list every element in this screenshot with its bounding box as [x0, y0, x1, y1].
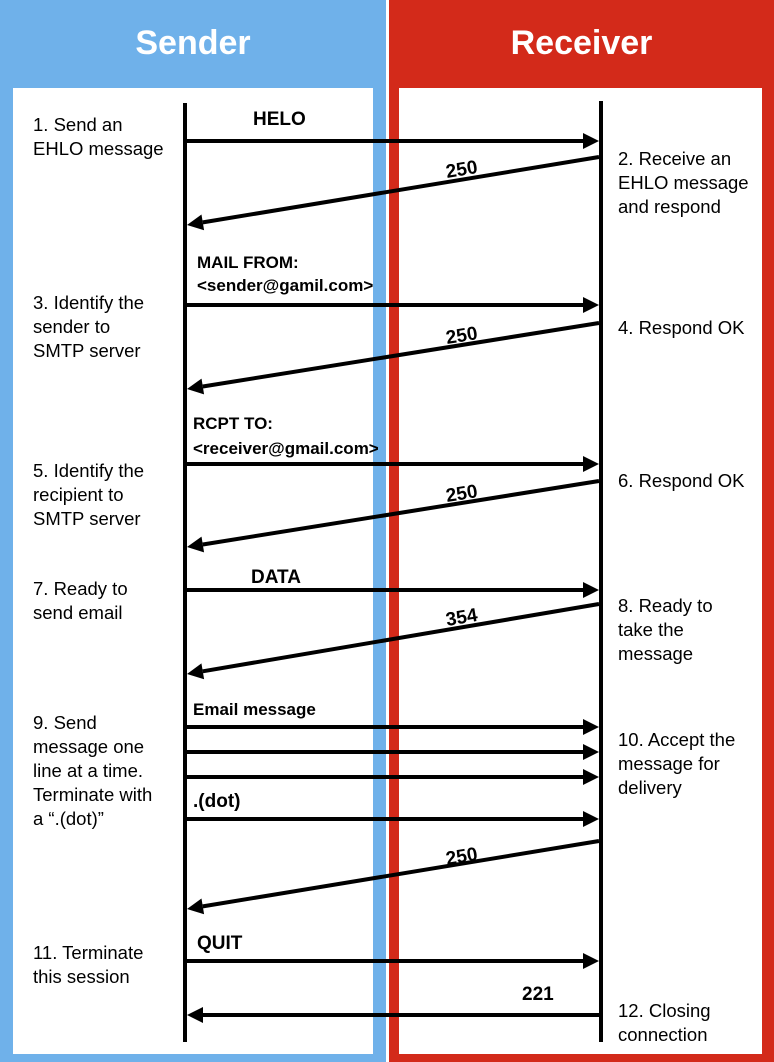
arrowhead-9	[583, 719, 599, 735]
message-label: 250	[444, 157, 479, 183]
message-label: 221	[522, 984, 554, 1005]
arrowhead-15	[187, 1007, 203, 1023]
sender-step-4: 7. Ready to send email	[33, 577, 128, 625]
receiver-step-line: message for	[618, 753, 720, 774]
sender-step-line: SMTP server	[33, 508, 141, 529]
sender-step-6: 11. Terminate this session	[33, 941, 143, 989]
message-arrow-8	[202, 602, 600, 674]
arrowhead-11	[583, 769, 599, 785]
sender-step-5: 9. Send message one line at a time. Termina…	[33, 711, 152, 831]
sender-step-line: 11. Terminate	[33, 942, 144, 963]
receiver-step-6: 12. Closing connection	[618, 999, 711, 1047]
receiver-step-line: message	[618, 643, 694, 664]
receiver-step-line: 4. Respond OK	[618, 317, 745, 338]
arrowhead-1	[583, 133, 599, 149]
receiver-step-line: 6. Respond OK	[618, 470, 745, 491]
receiver-step-3: 6. Respond OK	[618, 469, 745, 493]
message-label: RCPT TO:	[193, 414, 273, 433]
sender-step-line: 5. Identify the	[33, 460, 145, 481]
message-label: Email message	[193, 700, 316, 719]
sender-panel-body	[13, 88, 373, 1054]
receiver-step-line: and respond	[618, 196, 721, 217]
sender-step-1: 1. Send an EHLO message	[33, 113, 164, 161]
message-label: 250	[444, 323, 479, 349]
message-label: <sender@gamil.com>	[197, 276, 373, 295]
arrowhead-14	[583, 953, 599, 969]
arrowhead-10	[583, 744, 599, 760]
receiver-step-line: EHLO message	[618, 172, 749, 193]
sender-step-line: recipient to	[33, 484, 124, 505]
message-arrow-13	[202, 839, 600, 909]
message-label: <receiver@gmail.com>	[193, 439, 379, 458]
receiver-header: Receiver	[510, 24, 653, 62]
sender-step-line: 9. Send	[33, 712, 97, 733]
sender-step-line: a “.(dot)”	[33, 808, 104, 829]
message-label: 250	[444, 844, 479, 870]
sender-step-line: this session	[33, 966, 130, 987]
arrowhead-6	[187, 536, 205, 553]
message-arrow-2	[202, 155, 600, 225]
message-arrow-6	[202, 479, 600, 547]
receiver-step-line: connection	[618, 1024, 708, 1045]
receiver-step-1: 2. Receive an EHLO message and respond	[618, 147, 749, 219]
sender-step-line: line at a time.	[33, 760, 144, 781]
receiver-step-4: 8. Ready to take the message	[618, 594, 713, 666]
sender-step-line: send email	[33, 602, 123, 623]
message-label: 250	[444, 481, 479, 507]
arrowhead-7	[583, 582, 599, 598]
sender-step-line: 3. Identify the	[33, 292, 145, 313]
sender-step-line: message one	[33, 736, 145, 757]
receiver-step-5: 10. Accept the message for delivery	[618, 728, 735, 800]
receiver-step-line: delivery	[618, 777, 682, 798]
sender-step-line: sender to	[33, 316, 111, 337]
sender-header: Sender	[135, 24, 251, 62]
sender-step-line: 1. Send an	[33, 114, 123, 135]
sender-step-line: SMTP server	[33, 340, 141, 361]
sender-step-line: Terminate with	[33, 784, 153, 805]
message-label: DATA	[251, 567, 301, 588]
sender-step-line: 7. Ready to	[33, 578, 128, 599]
arrowhead-4	[187, 378, 205, 395]
arrowhead-13	[187, 898, 205, 915]
arrowhead-2	[187, 214, 205, 231]
receiver-step-2: 4. Respond OK	[618, 316, 745, 340]
receiver-step-line: 12. Closing	[618, 1000, 711, 1021]
receiver-step-line: take the	[618, 619, 684, 640]
message-label: MAIL FROM:	[197, 253, 299, 272]
arrowhead-3	[583, 297, 599, 313]
arrowhead-5	[583, 456, 599, 472]
sender-step-3: 5. Identify the recipient to SMTP server	[33, 459, 144, 531]
receiver-panel-body	[399, 88, 762, 1054]
sender-step-line: EHLO message	[33, 138, 164, 159]
receiver-step-line: 10. Accept the	[618, 729, 736, 750]
receiver-step-line: 8. Ready to	[618, 595, 713, 616]
message-arrow-4	[202, 321, 600, 389]
message-label: QUIT	[197, 933, 243, 954]
arrowhead-8	[187, 663, 205, 680]
arrowhead-12	[583, 811, 599, 827]
message-label: HELO	[253, 109, 306, 130]
message-label: .(dot)	[193, 791, 240, 812]
sender-step-2: 3. Identify the sender to SMTP server	[33, 291, 144, 363]
receiver-step-line: 2. Receive an	[618, 148, 732, 169]
